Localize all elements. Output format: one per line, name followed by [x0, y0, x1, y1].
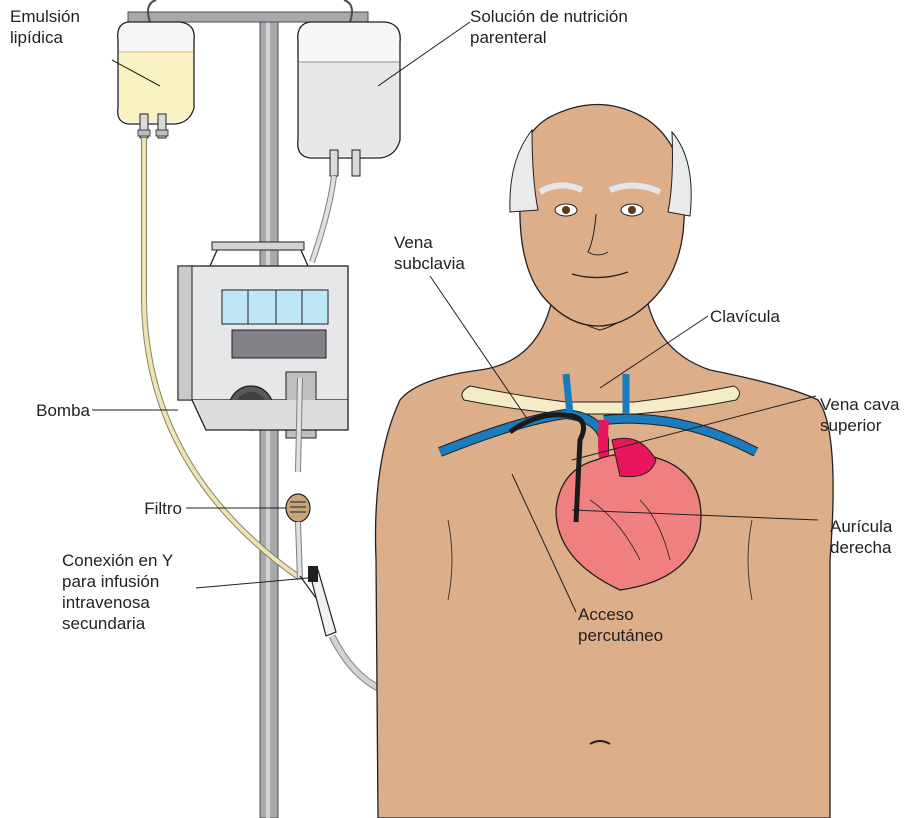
parenteral-bag-icon — [298, 22, 400, 176]
filter-label: Filtro — [120, 498, 182, 519]
lipid-bag-icon — [118, 22, 195, 138]
infusion-pump-icon — [178, 242, 348, 438]
clavicle-label: Clavícula — [710, 306, 780, 327]
y-connector-icon — [300, 566, 336, 636]
pump-label: Bomba — [20, 400, 90, 421]
filter-icon — [286, 494, 310, 522]
